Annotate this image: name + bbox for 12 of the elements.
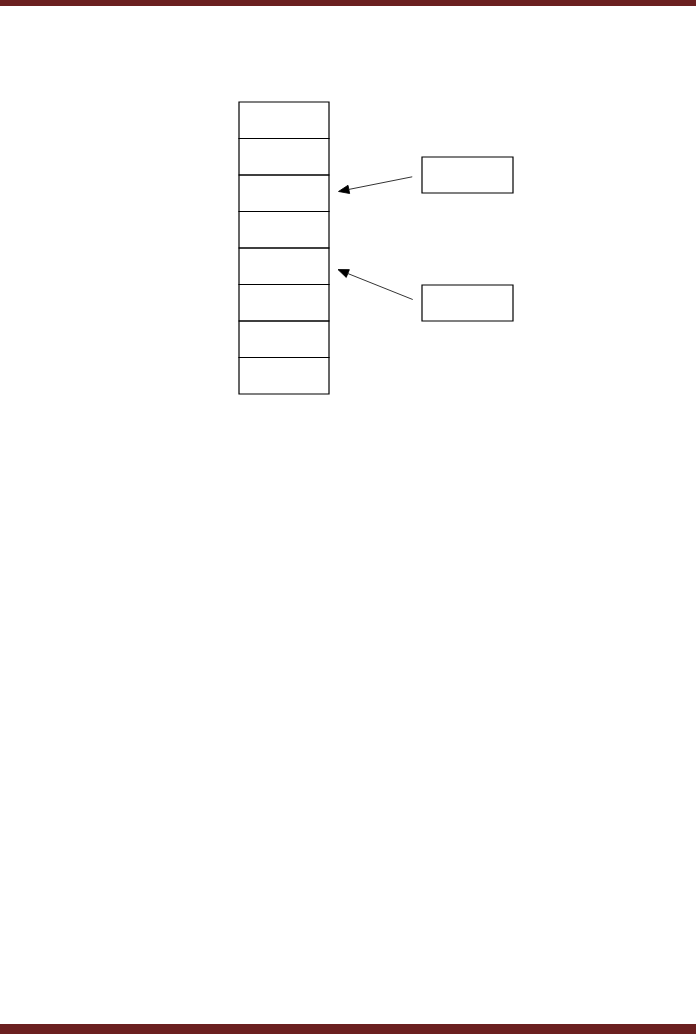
- stack-cell: [238, 174, 330, 213]
- stack-cell: [238, 137, 330, 176]
- stack-cell: [238, 101, 330, 140]
- arrow: [338, 176, 413, 194]
- stack-cell: [238, 210, 330, 249]
- pointer-box: [421, 284, 514, 322]
- stack-cell: [238, 247, 330, 286]
- stack-cell: [238, 283, 330, 322]
- stack-cell: [238, 320, 330, 359]
- stack-cell: [238, 356, 330, 395]
- arrow: [337, 269, 414, 300]
- pointer-box: [421, 156, 514, 194]
